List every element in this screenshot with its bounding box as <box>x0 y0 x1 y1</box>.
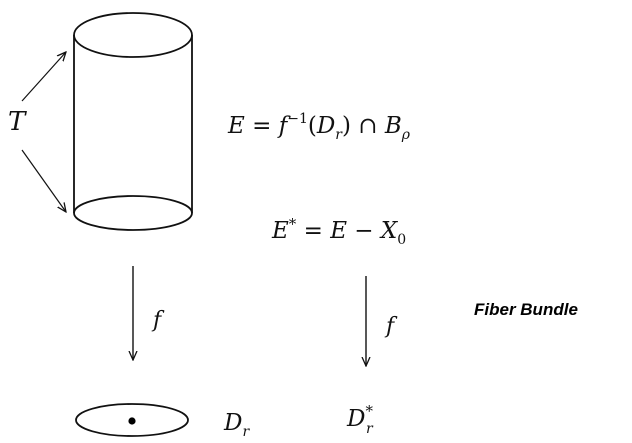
d-r-label: Dr <box>223 410 250 440</box>
t-arrow-down <box>21 149 66 212</box>
base-disk-ellipse <box>75 403 189 437</box>
cylinder <box>73 12 193 231</box>
t-label: T <box>8 107 27 137</box>
right-f-label: f <box>384 314 398 339</box>
fiber-bundle-label: Fiber Bundle <box>474 300 578 319</box>
e-definition: E = f−1(Dr) ∩ Bρ <box>227 111 411 143</box>
cylinder-bottom-ellipse <box>73 195 193 231</box>
e-star-definition: E* = E − X0 <box>271 215 406 248</box>
left-f-label: f <box>151 308 165 333</box>
d-r-star-label: D*r <box>346 402 374 437</box>
t-arrow-up <box>21 52 66 102</box>
base-point-dot <box>128 417 136 425</box>
cylinder-top-ellipse <box>73 12 193 58</box>
